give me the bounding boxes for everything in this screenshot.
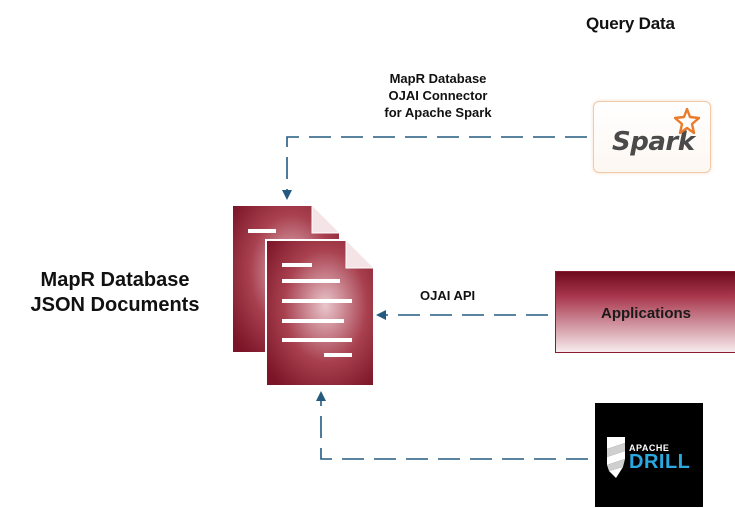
apache-drill-logo: APACHE DRILL [595, 403, 703, 507]
json-documents-icon [231, 203, 376, 387]
spark-connector-label: MapR Database OJAI Connector for Apache … [368, 70, 508, 121]
ojai-api-label: OJAI API [420, 288, 476, 303]
database-label-line-1: MapR Database [40, 269, 190, 291]
connector-label-line-3: for Apache Spark [384, 105, 492, 120]
drill-bit-icon [607, 437, 625, 478]
spark-connector-line [282, 136, 587, 200]
star-icon [673, 107, 701, 139]
database-label: MapR Database JSON Documents [10, 268, 220, 318]
drill-logo-text: DRILL [629, 451, 691, 473]
front-document [265, 238, 376, 387]
drill-apache-text: APACHE [629, 443, 670, 453]
connector-label-line-2: OJAI Connector [388, 88, 488, 103]
applications-label: Applications [600, 305, 691, 322]
applications-box: Applications [555, 271, 735, 353]
database-label-line-2: JSON Documents [30, 294, 200, 316]
drill-connector-line [316, 391, 588, 460]
query-data-title: Query Data [586, 14, 675, 33]
spark-logo: Spark [593, 101, 711, 173]
connector-label-line-1: MapR Database [389, 71, 487, 86]
